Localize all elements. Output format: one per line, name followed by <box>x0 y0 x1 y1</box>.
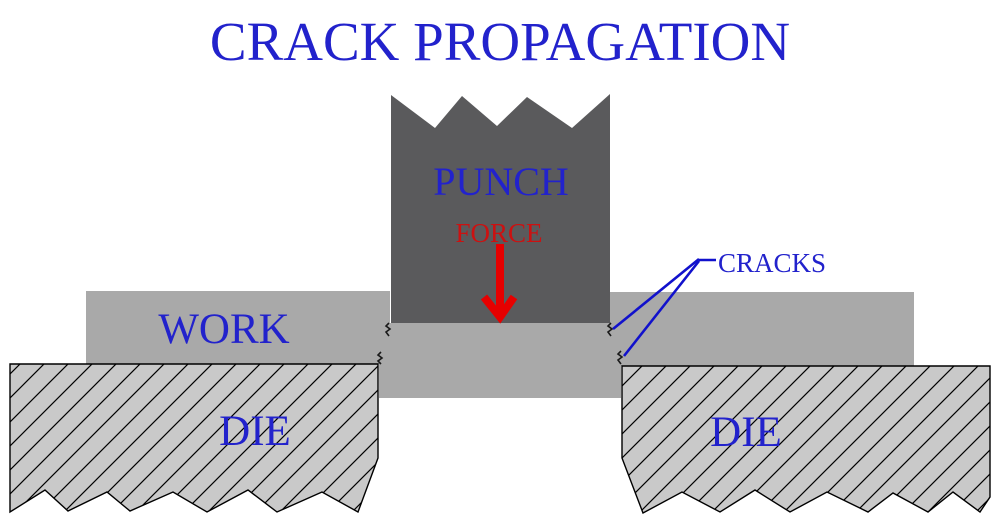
workpiece-shape <box>86 291 914 398</box>
crack-mark-punch-right-icon <box>606 322 614 337</box>
diagram-title: CRACK PROPAGATION <box>210 11 790 72</box>
die-left-label: DIE <box>219 408 291 455</box>
cracks-leader-to-die-corner <box>622 260 701 357</box>
crack-marks <box>376 322 624 365</box>
work-label: WORK <box>158 306 289 353</box>
crack-mark-punch-left-icon <box>384 322 392 337</box>
punch-label: PUNCH <box>433 159 569 204</box>
cracks-leader-to-punch-corner <box>612 257 700 331</box>
die-left-shape <box>9 363 379 514</box>
force-arrow-head-icon <box>480 294 518 324</box>
force-arrow <box>480 244 518 324</box>
crack-mark-die-left-icon <box>376 351 384 365</box>
die-right-label: DIE <box>710 409 782 456</box>
work-right-section <box>610 292 914 366</box>
cracks-label: CRACKS <box>718 248 826 278</box>
work-left-section <box>86 291 390 364</box>
cracks-leader-lines <box>612 257 716 357</box>
work-slug-section <box>379 323 621 398</box>
die-right-shape <box>621 365 991 514</box>
punch-shape <box>391 94 610 323</box>
crack-mark-die-right-icon <box>616 350 624 365</box>
force-label: FORCE <box>455 218 542 248</box>
